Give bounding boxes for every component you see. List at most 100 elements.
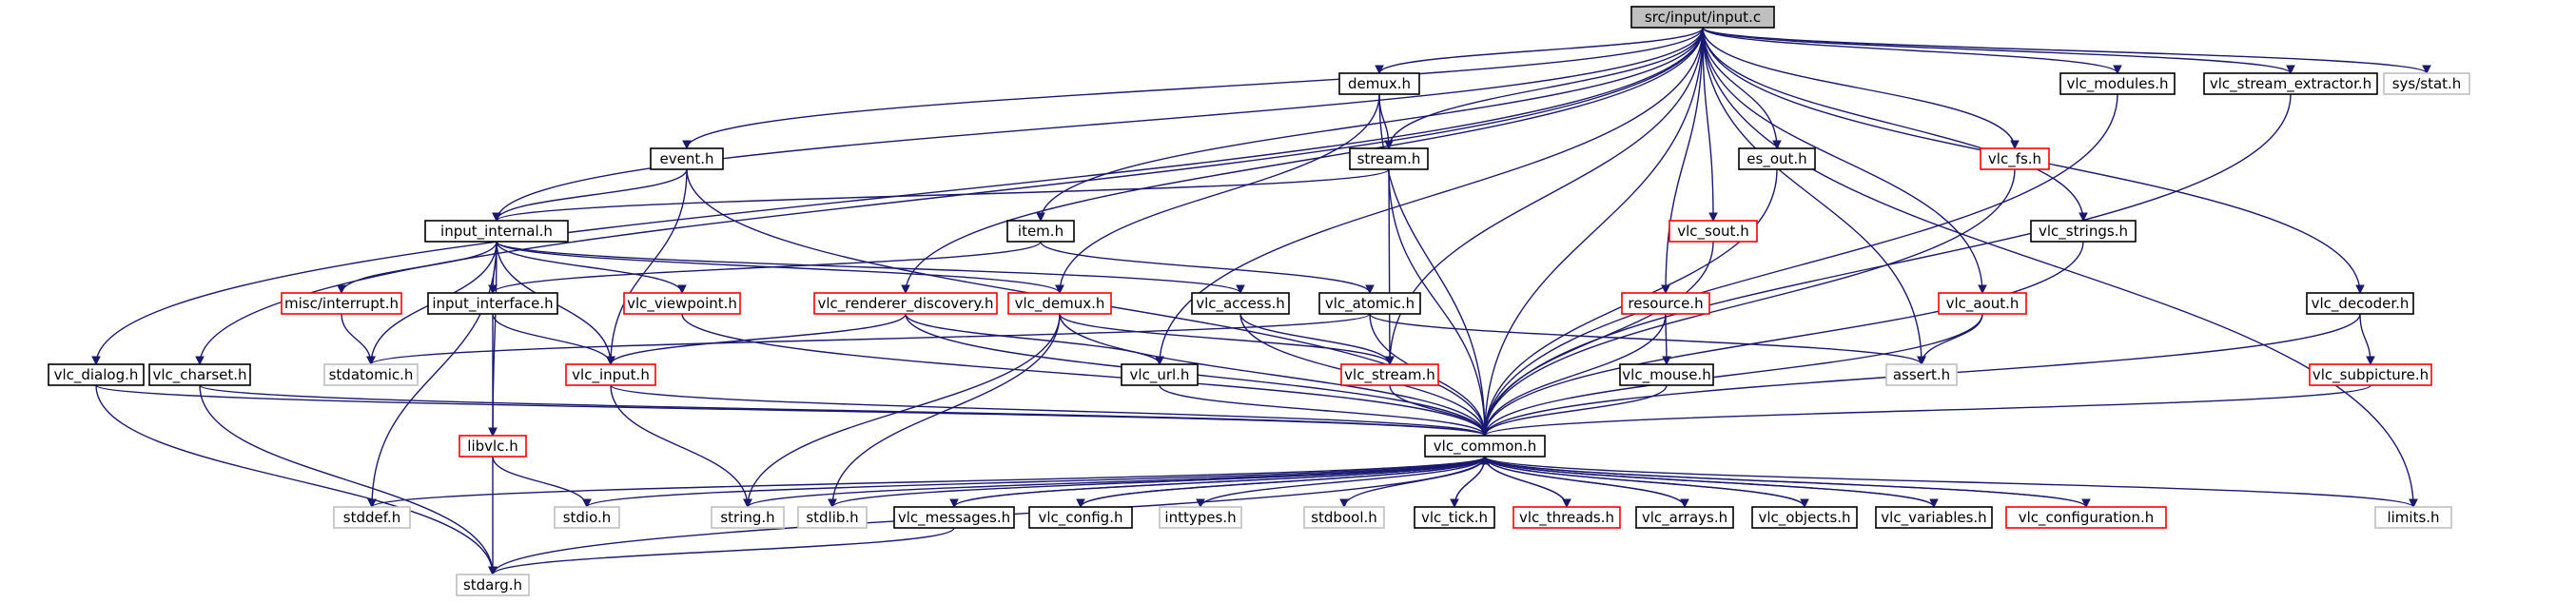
edge-line <box>1484 313 1667 437</box>
node-limits-h: limits.h <box>2374 506 2452 529</box>
node-label: vlc_viewpoint.h <box>627 295 737 313</box>
node-box <box>1028 506 1133 529</box>
node-es-out-h[interactable]: es_out.h <box>1738 147 1816 170</box>
edge-arrowhead <box>1385 356 1395 366</box>
node-vlc-mouse-h[interactable]: vlc_mouse.h <box>1619 363 1714 386</box>
edge-arrowhead <box>2081 498 2091 509</box>
node-vlc-objects-h[interactable]: vlc_objects.h <box>1751 506 1858 529</box>
node-label: input_internal.h <box>440 223 553 241</box>
edge-input_c-to-assert_h <box>1702 27 1926 366</box>
edge-arrowhead <box>1978 284 1987 295</box>
node-label: vlc_url.h <box>1130 366 1190 384</box>
node-box <box>623 292 741 315</box>
node-vlc-subpicture-h[interactable]: vlc_subpicture.h <box>2309 363 2432 386</box>
edge-line <box>905 313 1161 365</box>
edge-vlc_access_h-to-vlc_stream_h <box>1239 313 1395 366</box>
node-label: stdio.h <box>563 509 612 526</box>
edge-input_c-to-vlc_renderer_discovery_h <box>901 27 1704 295</box>
node-label: vlc_config.h <box>1039 509 1123 527</box>
edge-line <box>831 313 1061 508</box>
node-vlc-config-h[interactable]: vlc_config.h <box>1028 506 1133 529</box>
node-vlc-aout-h[interactable]: vlc_aout.h <box>1938 292 2027 315</box>
node-vlc-viewpoint-h[interactable]: vlc_viewpoint.h <box>623 292 741 315</box>
edge-line <box>831 456 1486 508</box>
edge-line <box>496 27 1704 222</box>
edge-line <box>1484 456 1935 508</box>
node-vlc-stream-h[interactable]: vlc_stream.h <box>1340 363 1439 386</box>
node-string-h: string.h <box>711 506 785 529</box>
node-resource-h[interactable]: resource.h <box>1621 292 1710 315</box>
node-vlc-common-h[interactable]: vlc_common.h <box>1424 435 1546 458</box>
edge-line <box>496 168 688 222</box>
edge-line <box>1484 456 2414 508</box>
node-input-interface-h[interactable]: input_interface.h <box>427 292 558 315</box>
edge-line <box>1080 456 1486 508</box>
node-vlc-variables-h[interactable]: vlc_variables.h <box>1875 506 1993 529</box>
node-vlc-renderer-discovery-h[interactable]: vlc_renderer_discovery.h <box>813 292 998 315</box>
edge-line <box>1484 241 2084 437</box>
node-misc-interrupt-h[interactable]: misc/interrupt.h <box>281 292 402 315</box>
edge-line <box>341 241 498 294</box>
node-label: vlc_messages.h <box>898 509 1010 527</box>
edge-line <box>1484 27 1704 437</box>
node-label: vlc_strings.h <box>2039 223 2128 241</box>
edge-line <box>610 384 1486 437</box>
node-vlc-demux-h[interactable]: vlc_demux.h <box>1007 292 1112 315</box>
node-box <box>424 220 569 243</box>
edge-stream_h-to-input_internal_h <box>492 168 1390 223</box>
edge-line <box>1484 241 1714 437</box>
edge-line <box>496 168 1390 222</box>
edge-arrowhead <box>582 498 592 509</box>
node-vlc-fs-h[interactable]: vlc_fs.h <box>1980 147 2050 170</box>
node-item-h[interactable]: item.h <box>1006 220 1075 243</box>
node-vlc-dialog-h[interactable]: vlc_dialog.h <box>48 363 145 386</box>
node-vlc-configuration-h[interactable]: vlc_configuration.h <box>2005 506 2167 529</box>
node-vlc-arrays-h[interactable]: vlc_arrays.h <box>1635 506 1734 529</box>
edge-event_h-to-vlc_input_h <box>606 168 688 366</box>
node-label: vlc_subpicture.h <box>2313 366 2429 384</box>
node-vlc-modules-h[interactable]: vlc_modules.h <box>2059 72 2176 95</box>
node-vlc-url-h[interactable]: vlc_url.h <box>1121 363 1199 386</box>
node-vlc-sout-h[interactable]: vlc_sout.h <box>1669 220 1758 243</box>
node-label: vlc_fs.h <box>1988 150 2041 168</box>
node-event-h[interactable]: event.h <box>650 147 724 170</box>
node-vlc-decoder-h[interactable]: vlc_decoder.h <box>2306 292 2414 315</box>
edge-vlc_subpicture_h-to-vlc_common_h <box>1480 384 2371 438</box>
node-box <box>333 506 411 529</box>
edge-line <box>1484 168 2016 437</box>
node-box <box>1980 147 2050 170</box>
node-stdarg-h: stdarg.h <box>456 574 530 596</box>
edge-arrowhead <box>1384 140 1394 150</box>
node-input-c[interactable]: src/input/input.c <box>1630 6 1775 29</box>
node-input-internal-h[interactable]: input_internal.h <box>424 220 569 243</box>
node-vlc-messages-h[interactable]: vlc_messages.h <box>893 506 1015 529</box>
edge-arrowhead <box>2113 65 2122 75</box>
node-box <box>1630 6 1775 29</box>
node-vlc-charset-h[interactable]: vlc_charset.h <box>148 363 251 386</box>
edge-vlc_common_h-to-stdlib_h <box>828 456 1486 509</box>
node-demux-h[interactable]: demux.h <box>1338 72 1420 95</box>
node-label: vlc_modules.h <box>2066 75 2168 93</box>
node-label: stream.h <box>1357 150 1421 167</box>
node-vlc-threads-h[interactable]: vlc_threads.h <box>1512 506 1621 529</box>
node-box <box>2309 363 2432 386</box>
node-vlc-access-h[interactable]: vlc_access.h <box>1191 292 1290 315</box>
node-label: vlc_atomic.h <box>1325 295 1415 313</box>
edge-line <box>371 241 498 508</box>
node-box <box>650 147 724 170</box>
node-libvlc-h[interactable]: libvlc.h <box>459 435 527 458</box>
node-box <box>1349 147 1429 170</box>
edge-vlc_decoder_h-to-vlc_subpicture_h <box>2359 313 2375 366</box>
node-vlc-input-h[interactable]: vlc_input.h <box>565 363 656 386</box>
edge-line <box>1702 27 1714 222</box>
edge-vlc_modules_h-to-vlc_common_h <box>1480 93 2118 438</box>
edge-input_c-to-item_h <box>1036 27 1704 223</box>
edge-arrowhead <box>337 284 346 295</box>
node-vlc-stream-extractor-h[interactable]: vlc_stream_extractor.h <box>2203 72 2378 95</box>
node-vlc-strings-h[interactable]: vlc_strings.h <box>2030 220 2137 243</box>
node-vlc-atomic-h[interactable]: vlc_atomic.h <box>1318 292 1421 315</box>
node-stream-h[interactable]: stream.h <box>1349 147 1429 170</box>
node-vlc-tick-h[interactable]: vlc_tick.h <box>1414 506 1495 529</box>
edge-line <box>905 27 1704 294</box>
edge-arrowhead <box>1375 65 1384 75</box>
